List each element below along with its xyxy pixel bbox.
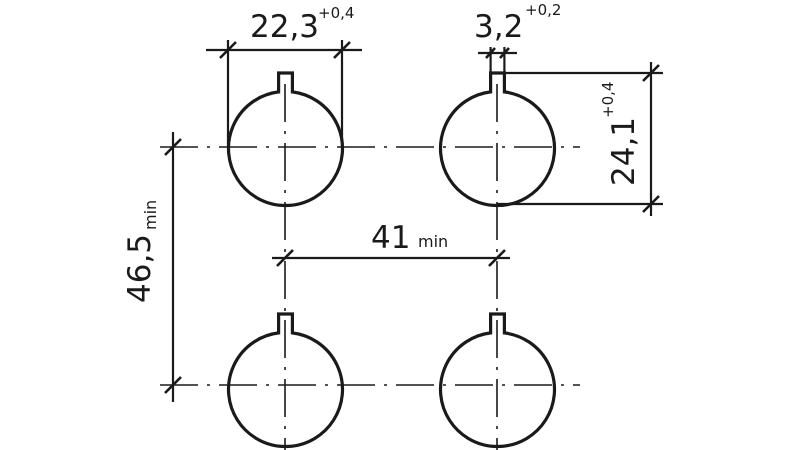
hole-diameter-tolerance: +0,4 — [318, 4, 354, 22]
dimension-vertical-spacing: 46,5 min — [122, 132, 182, 402]
keyway-height-value: 24,1 — [606, 117, 642, 186]
dimension-horizontal-spacing: 41 min — [272, 220, 510, 267]
hole-bottom-left — [226, 312, 345, 448]
tick-mark — [164, 376, 182, 394]
horizontal-spacing-value: 41 — [371, 220, 410, 256]
dimension-keyway-width: 3,2 +0,2 — [474, 1, 561, 73]
keyway-width-value: 3,2 — [474, 9, 523, 45]
tick-mark — [499, 47, 510, 59]
tick-mark — [488, 249, 506, 267]
hole-top-left — [226, 71, 345, 207]
tick-mark — [276, 249, 294, 267]
dimension-keyway-height: 24,1 +0,4 — [497, 62, 663, 216]
keyway-height-tolerance: +0,4 — [599, 82, 617, 118]
tick-mark — [333, 41, 351, 59]
vertical-spacing-value: 46,5 — [122, 234, 158, 303]
tick-mark — [485, 47, 496, 59]
tick-mark — [642, 195, 660, 213]
hole-bottom-right — [438, 312, 557, 448]
keyway-width-tolerance: +0,2 — [525, 1, 561, 19]
horizontal-spacing-qualifier: min — [418, 232, 448, 251]
vertical-spacing-qualifier: min — [141, 200, 160, 230]
tick-mark — [642, 64, 660, 82]
tick-mark — [164, 138, 182, 156]
hole-diameter-value: 22,3 — [250, 9, 319, 45]
dimension-hole-diameter: 22,3 +0,4 — [206, 4, 362, 147]
tick-mark — [219, 41, 237, 59]
